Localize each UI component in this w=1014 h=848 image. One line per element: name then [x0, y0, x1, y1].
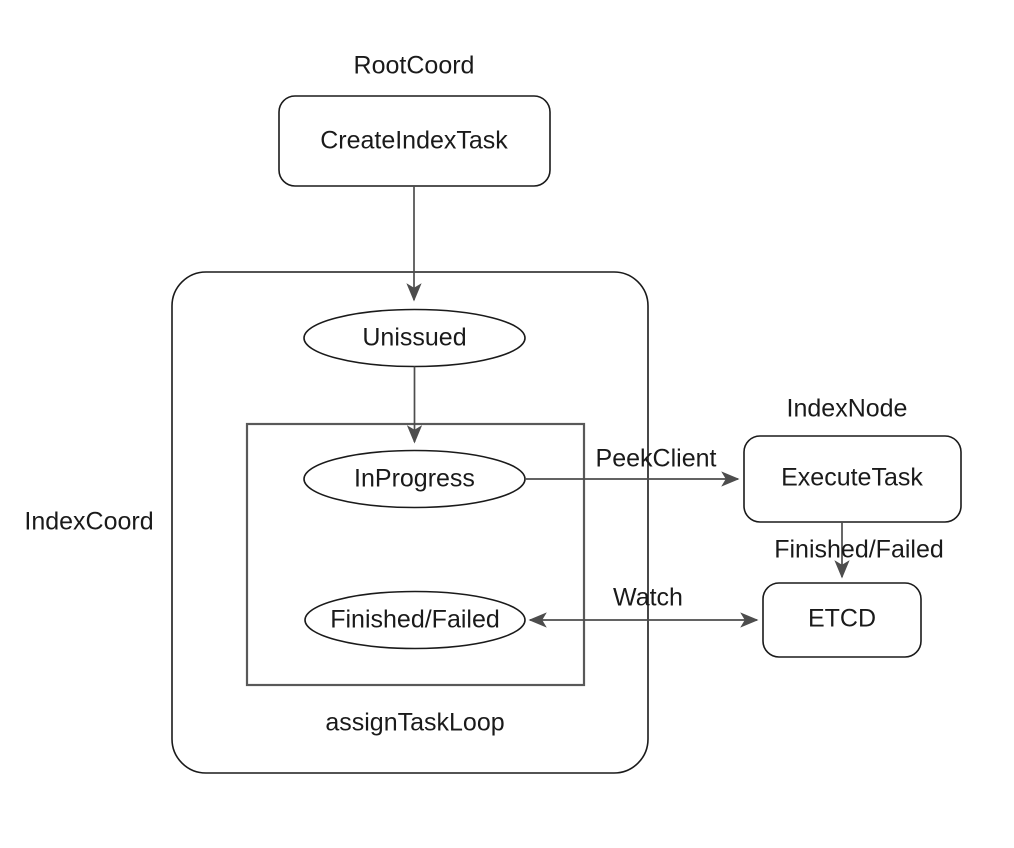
edge-label-finished-failed: Finished/Failed: [774, 536, 944, 564]
assigntaskloop-label: assignTaskLoop: [325, 709, 504, 737]
node-finished-failed-label: Finished/Failed: [330, 606, 500, 634]
node-execute-task[interactable]: [743, 435, 962, 523]
node-in-progress-label: InProgress: [354, 465, 475, 493]
node-etcd[interactable]: [762, 582, 922, 658]
node-unissued-label: Unissued: [362, 324, 466, 352]
assigntaskloop-container: [245, 422, 586, 687]
node-create-index-task-label: CreateIndexTask: [320, 127, 508, 155]
node-execute-task-label: ExecuteTask: [781, 464, 923, 492]
indexcoord-label: IndexCoord: [24, 508, 153, 536]
indexcoord-container: [171, 271, 649, 774]
edge-label-watch: Watch: [613, 584, 683, 612]
indexnode-label: IndexNode: [787, 395, 908, 423]
node-etcd-label: ETCD: [808, 605, 876, 633]
node-finished-failed[interactable]: [304, 590, 526, 650]
rootcoord-label: RootCoord: [354, 52, 475, 80]
edge-label-peekclient: PeekClient: [596, 445, 717, 473]
